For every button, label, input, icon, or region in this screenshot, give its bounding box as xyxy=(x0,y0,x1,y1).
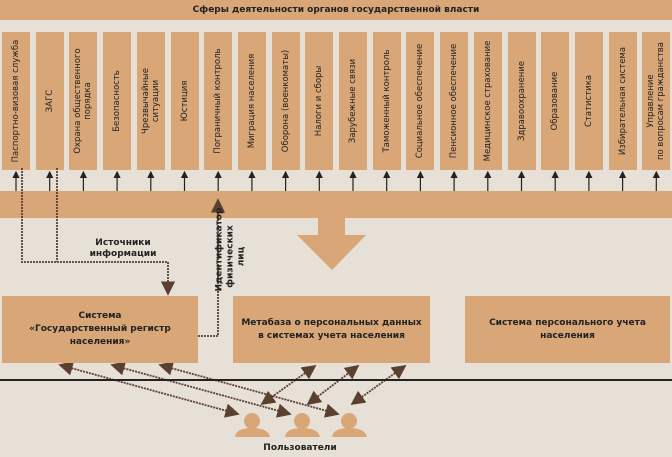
sphere-box: Образование xyxy=(541,32,570,170)
sphere-box: Налоги и сборы xyxy=(305,32,334,170)
title-bar: Сферы деятельности органов государственн… xyxy=(0,0,672,20)
identifier-label: Идентификатор физических лиц xyxy=(214,207,247,292)
sphere-box: Оборона (военкоматы) xyxy=(271,32,300,170)
user-link xyxy=(110,361,292,418)
sphere-box: Здравоохранение xyxy=(507,32,536,170)
sphere-box: ЗАГС xyxy=(35,32,64,170)
sphere-box: Медицинское страхование xyxy=(473,32,502,170)
user-link xyxy=(58,361,240,418)
user-link xyxy=(158,361,340,418)
sphere-box: Юстиция xyxy=(170,32,199,170)
sources-label: Источники информации xyxy=(89,238,157,259)
users-label: Пользователи xyxy=(263,443,337,453)
sphere-box: Паспортно-визовая служба xyxy=(2,32,30,170)
sphere-box: Безопасность xyxy=(103,32,132,170)
sphere-box: Пенсионное обеспечение xyxy=(440,32,469,170)
user-icon xyxy=(285,413,320,437)
source-line-1 xyxy=(21,168,176,296)
sphere-box: Миграция населения xyxy=(237,32,266,170)
system-population-register: Система «Государственный регистр населен… xyxy=(2,296,198,363)
user-link xyxy=(306,364,360,406)
user-link xyxy=(350,364,407,406)
sphere-box: Управление по вопросам гражданства xyxy=(642,32,671,170)
metabase-personal-data: Метабаза о персональных данных в система… xyxy=(233,296,430,363)
system-personal-accounting: Система персонального учета населения xyxy=(465,296,670,363)
sphere-box: Избирательная система xyxy=(608,32,637,170)
sphere-box: Статистика xyxy=(574,32,603,170)
sphere-box: Зарубежные связи xyxy=(339,32,367,170)
user-link xyxy=(260,364,317,406)
integration-band xyxy=(0,191,672,218)
sphere-box: Социальное обеспечение xyxy=(406,32,435,170)
sphere-box: Таможенный контроль xyxy=(372,32,401,170)
sphere-box: Чрезвычайные ситуации xyxy=(136,32,165,170)
big-down-arrow xyxy=(297,218,366,270)
user-icon xyxy=(235,413,270,437)
sphere-box: Пограничный контроль xyxy=(204,32,233,170)
user-icon xyxy=(332,413,367,437)
identifier-line xyxy=(198,198,226,337)
sphere-box: Охрана общественного порядка xyxy=(69,32,98,170)
